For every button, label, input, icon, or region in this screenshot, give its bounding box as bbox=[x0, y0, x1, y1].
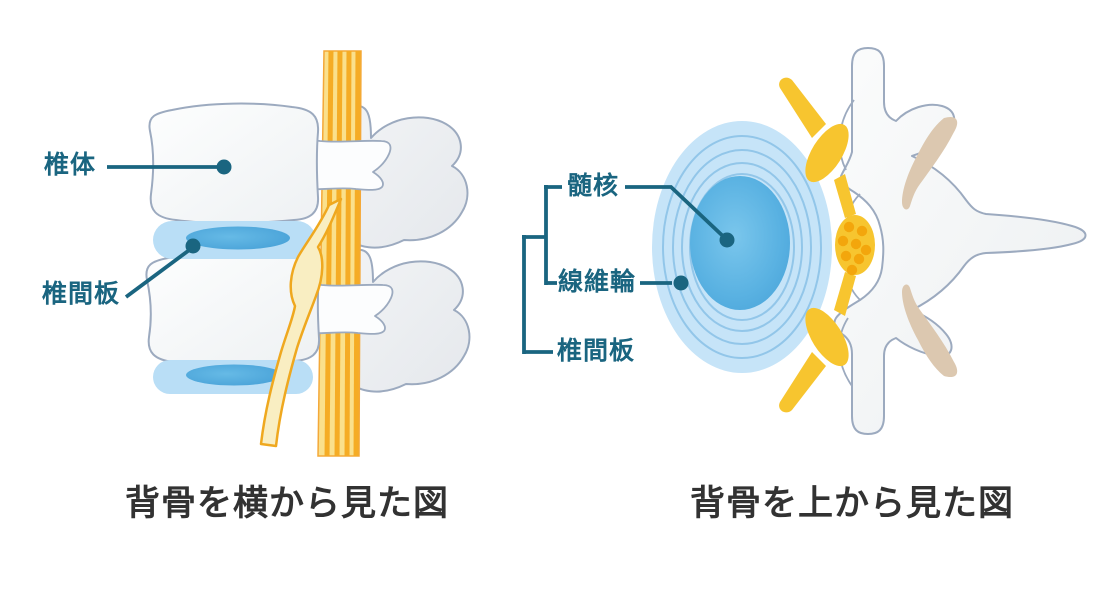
label-intervertebral-disc-side: 椎間板 bbox=[42, 280, 121, 308]
side-view-illustration bbox=[107, 50, 471, 457]
side-view-pointer-dots bbox=[185, 159, 232, 254]
spinal-cord-stripes bbox=[324, 51, 361, 456]
top-view-illustration bbox=[522, 47, 1087, 435]
spinal-cord-band bbox=[317, 50, 362, 457]
side-view-leader-lines bbox=[107, 165, 221, 299]
label-annulus-fibrosus: 線維輪 bbox=[558, 268, 637, 296]
caption-side-view: 背骨を横から見た図 bbox=[124, 484, 449, 523]
facet-joint-shapes bbox=[902, 116, 958, 378]
caption-top-view: 背骨を上から見た図 bbox=[689, 484, 1014, 523]
nucleus-pulposus-shape bbox=[690, 176, 790, 310]
intervertebral-disc-shapes bbox=[153, 221, 316, 394]
annulus-ring-lines bbox=[662, 135, 822, 359]
nerve-root-shape bbox=[259, 197, 343, 448]
top-view-leader-lines bbox=[522, 185, 728, 354]
label-intervertebral-disc-top: 椎間板 bbox=[557, 337, 636, 365]
cord-nerve-dots bbox=[837, 221, 872, 276]
transverse-process-shapes bbox=[303, 139, 394, 335]
label-nucleus-pulposus: 髄核 bbox=[567, 172, 620, 200]
label-vertebral-body: 椎体 bbox=[44, 151, 97, 179]
top-view-pointer-dots bbox=[673, 232, 735, 291]
disc-top-shape bbox=[652, 121, 832, 373]
